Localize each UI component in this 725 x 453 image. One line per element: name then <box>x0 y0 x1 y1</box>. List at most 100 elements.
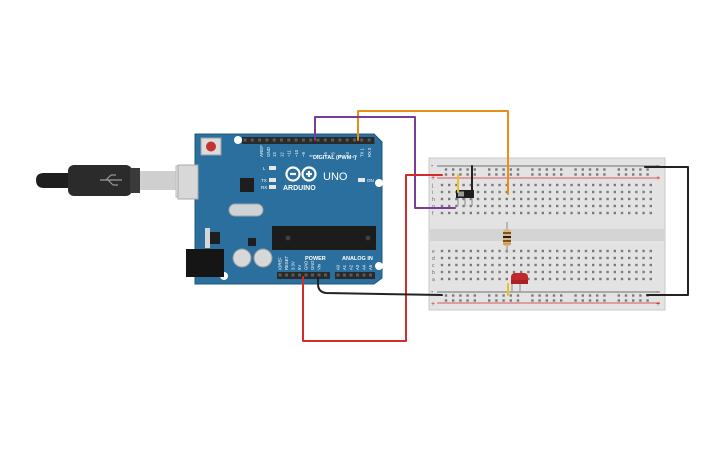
header-pin[interactable] <box>298 273 301 277</box>
pin-label: TX 1 <box>360 147 365 157</box>
pin-label: RESET <box>284 256 289 270</box>
pin-label: ~9 <box>301 152 306 157</box>
led-l-label: L <box>263 166 266 171</box>
pin-label: GND <box>304 261 309 270</box>
header-pin[interactable] <box>272 138 276 142</box>
header-pin[interactable] <box>250 138 254 142</box>
slide-switch[interactable] <box>456 190 474 206</box>
pin-label: 12 <box>279 152 284 157</box>
resistor <box>503 222 511 253</box>
pin-label: RX 0 <box>367 147 372 157</box>
header-pin[interactable] <box>362 273 366 277</box>
pin-label: 4 <box>338 154 343 157</box>
led-tx-label: TX <box>261 178 267 183</box>
header-pin[interactable] <box>278 273 282 277</box>
header-pin[interactable] <box>338 138 342 142</box>
header-pin[interactable] <box>345 138 349 142</box>
pin-label: A1 <box>342 264 347 270</box>
row-label: d <box>432 256 435 262</box>
usb-cable <box>36 165 197 198</box>
capacitor <box>253 248 273 268</box>
rail-plus-label: + <box>656 175 660 182</box>
wires[interactable] <box>302 110 689 342</box>
header-pin[interactable] <box>311 273 314 277</box>
pin-label: 2 <box>352 154 357 157</box>
mount-hole <box>375 179 383 187</box>
header-pin[interactable] <box>301 138 305 142</box>
header-pin[interactable] <box>331 138 335 142</box>
analog-header[interactable] <box>335 272 375 279</box>
pin-label: GND <box>310 261 315 270</box>
header-pin[interactable] <box>356 273 359 277</box>
header-pin[interactable] <box>280 138 283 142</box>
led-on <box>358 178 365 182</box>
row-label: a <box>432 277 435 283</box>
wire-orange <box>357 110 509 195</box>
header-pin[interactable] <box>309 138 313 142</box>
digital-label: DIGITAL (PWM~) <box>313 155 357 161</box>
pin-label: 13 <box>272 152 277 157</box>
row-label: h <box>432 197 435 203</box>
header-pin[interactable] <box>285 273 288 277</box>
row-label: g <box>432 204 435 210</box>
usb-icon <box>100 174 122 186</box>
header-pin[interactable] <box>294 138 298 142</box>
power-jack <box>186 249 224 277</box>
analog-label: ANALOG IN <box>342 256 373 262</box>
pin-label: ~6 <box>323 152 328 157</box>
pin-label: ~10 <box>294 149 299 157</box>
small-chip <box>248 238 256 246</box>
header-pin[interactable] <box>323 138 327 142</box>
header-pin[interactable] <box>258 138 262 142</box>
header-pin[interactable] <box>243 138 247 142</box>
pin-label: ~3 <box>345 152 350 157</box>
header-pin[interactable] <box>265 138 269 142</box>
on-label: ON <box>367 178 374 183</box>
usb-port <box>177 164 199 200</box>
pin-label: IOREF <box>278 257 283 270</box>
led <box>511 273 528 292</box>
digital-header[interactable] <box>242 137 375 144</box>
header-pin[interactable] <box>336 273 340 277</box>
header-pin[interactable] <box>287 138 291 142</box>
led-tx <box>269 178 276 182</box>
header-pin[interactable] <box>360 138 364 142</box>
rail-plus-label: + <box>656 301 660 308</box>
rail-plus-label: + <box>431 301 435 308</box>
wire-purple <box>314 116 456 209</box>
header-pin[interactable] <box>369 273 372 277</box>
regulator-tab <box>205 228 210 248</box>
reset-button[interactable] <box>200 137 222 156</box>
pin-label: ~11 <box>287 150 292 157</box>
pin-label: 3.3V <box>291 261 296 270</box>
header-pin[interactable] <box>349 273 353 277</box>
power-header[interactable] <box>277 272 330 279</box>
wire-red <box>302 174 443 342</box>
arduino-uno-board: L TX RX ON DIGITAL (PWM~) POWER ANALOG I… <box>177 133 383 285</box>
row-label: i <box>432 190 433 196</box>
header-pin[interactable] <box>304 273 308 277</box>
header-pin[interactable] <box>316 138 320 142</box>
rail-minus-label: - <box>431 289 434 296</box>
capacitor <box>232 248 252 268</box>
arduino-logo-icon <box>285 166 317 182</box>
header-pin[interactable] <box>317 273 321 277</box>
header-pin[interactable] <box>367 138 371 142</box>
row-label: b <box>432 270 435 276</box>
model-label: UNO <box>323 171 348 183</box>
header-pin[interactable] <box>291 273 295 277</box>
pin-label: A5 <box>368 264 373 270</box>
rail-minus-label: - <box>656 289 659 296</box>
row-label: f <box>432 211 434 217</box>
pin-label: 5V <box>297 265 302 270</box>
power-label: POWER <box>305 256 326 262</box>
header-pin[interactable] <box>353 138 356 142</box>
breadboard-holes[interactable] <box>440 168 652 302</box>
pin-label: A0 <box>336 264 341 270</box>
header-pin[interactable] <box>343 273 346 277</box>
pin-label: 7 <box>316 154 321 157</box>
header-pin[interactable] <box>324 273 327 277</box>
wire-black <box>317 276 443 296</box>
